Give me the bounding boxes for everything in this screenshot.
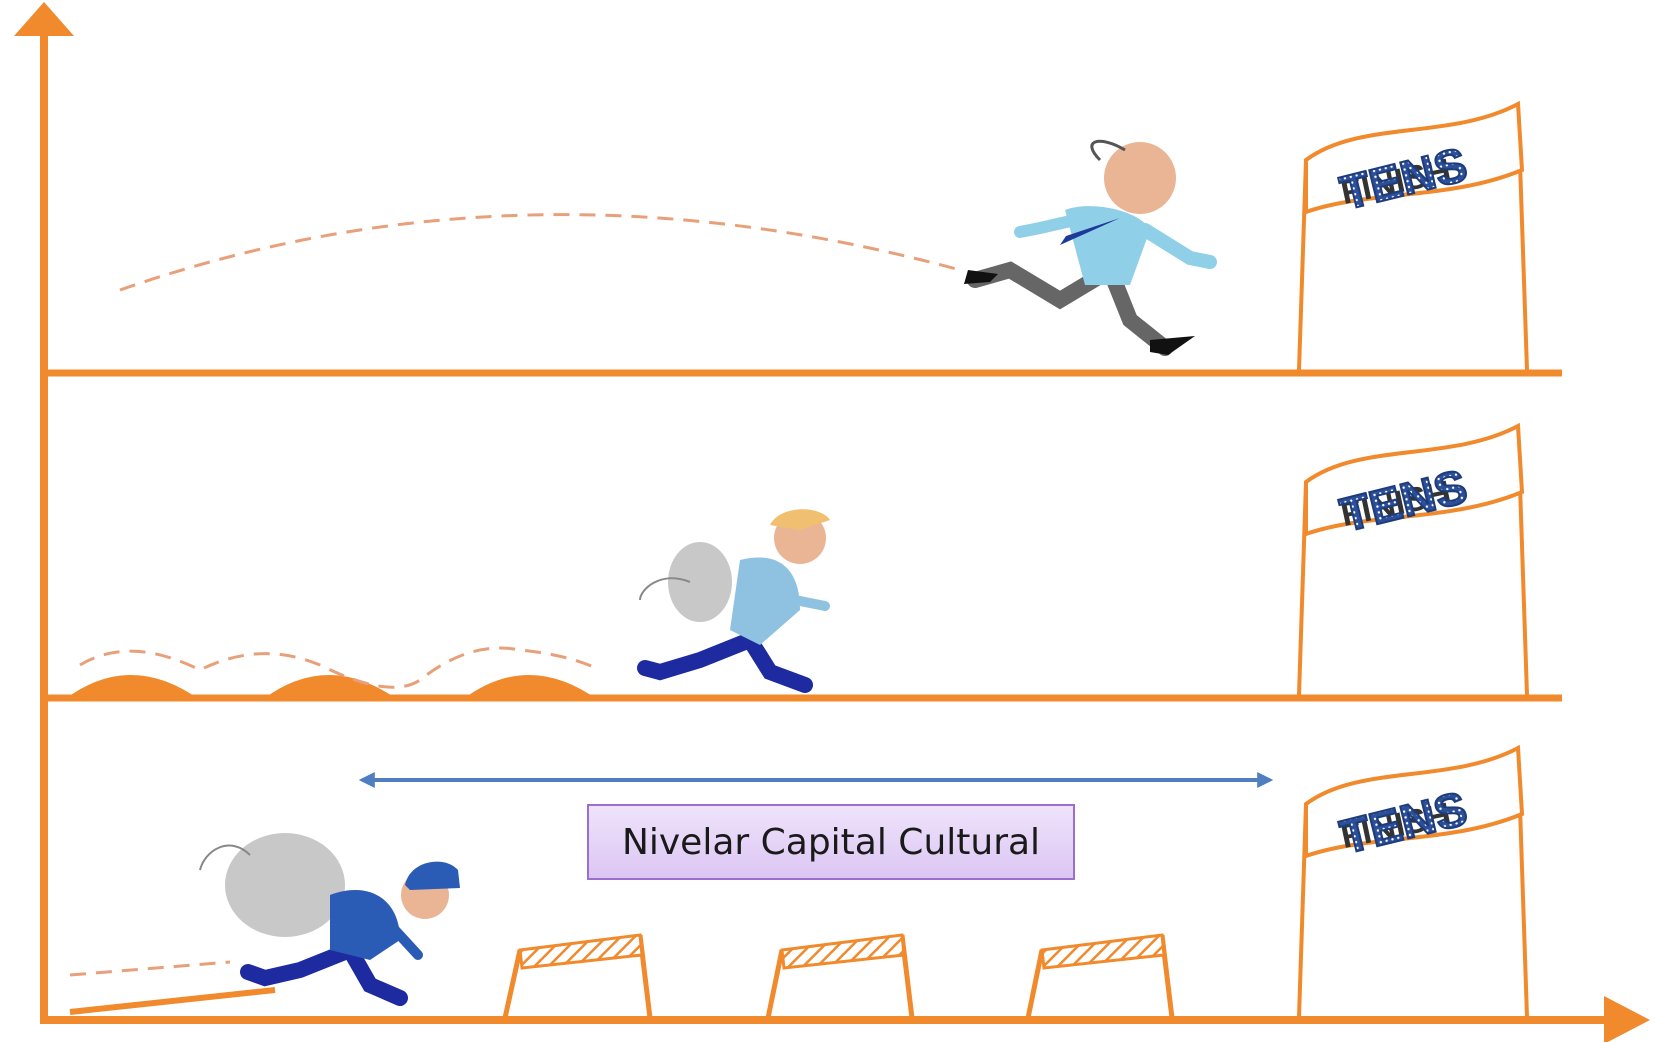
- mound: [64, 675, 200, 700]
- businessman-runner: [964, 139, 1217, 356]
- nivelar-label: Nivelar Capital Cultural: [587, 804, 1075, 880]
- hurdle: [502, 933, 653, 1019]
- jump-trajectory: [69, 960, 231, 977]
- runner-with-sack: [637, 509, 830, 693]
- finish-gate-bottom: FINISH TENS: [1297, 744, 1529, 1018]
- start-ramp: [69, 987, 276, 1015]
- mound: [262, 675, 398, 700]
- nivelar-label-text: Nivelar Capital Cultural: [621, 821, 1041, 863]
- sack: [668, 542, 732, 622]
- y-axis-arrowhead: [14, 2, 74, 36]
- jump-trajectory: [119, 213, 961, 292]
- x-axis-arrowhead: [1604, 996, 1650, 1042]
- hurdle: [765, 933, 915, 1019]
- finish-gate-top: FINISH TENS: [1297, 100, 1529, 371]
- finish-gate-middle: FINISH TENS: [1297, 422, 1529, 696]
- mound: [462, 675, 598, 700]
- axes: [14, 2, 1650, 1042]
- hurdle: [1025, 933, 1175, 1019]
- jump-trajectory: [79, 646, 601, 689]
- runner-with-heavy-sack: [199, 833, 460, 1006]
- heavy-sack: [225, 833, 345, 937]
- head: [1104, 142, 1176, 214]
